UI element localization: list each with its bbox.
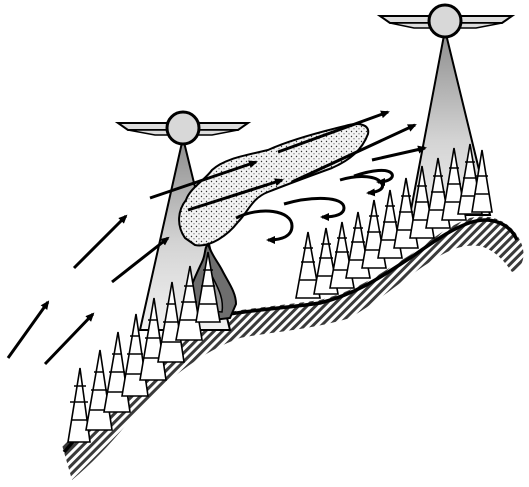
wind-arrow-icon [74, 216, 126, 268]
wind-arrow-icon [340, 177, 382, 193]
pine-tree-icon [68, 368, 90, 442]
wind-arrow-icon [8, 302, 48, 358]
camera-tower-icon [118, 112, 248, 144]
wind-arrow-icon [45, 314, 93, 364]
wind-arrow-icon [372, 148, 425, 160]
camera-tower-icon [380, 5, 512, 37]
camera-tower-right [380, 5, 512, 215]
smoke-plume-icon [179, 124, 368, 245]
wind-arrow-icon [284, 198, 344, 217]
wind-arrow-icon [236, 211, 292, 240]
